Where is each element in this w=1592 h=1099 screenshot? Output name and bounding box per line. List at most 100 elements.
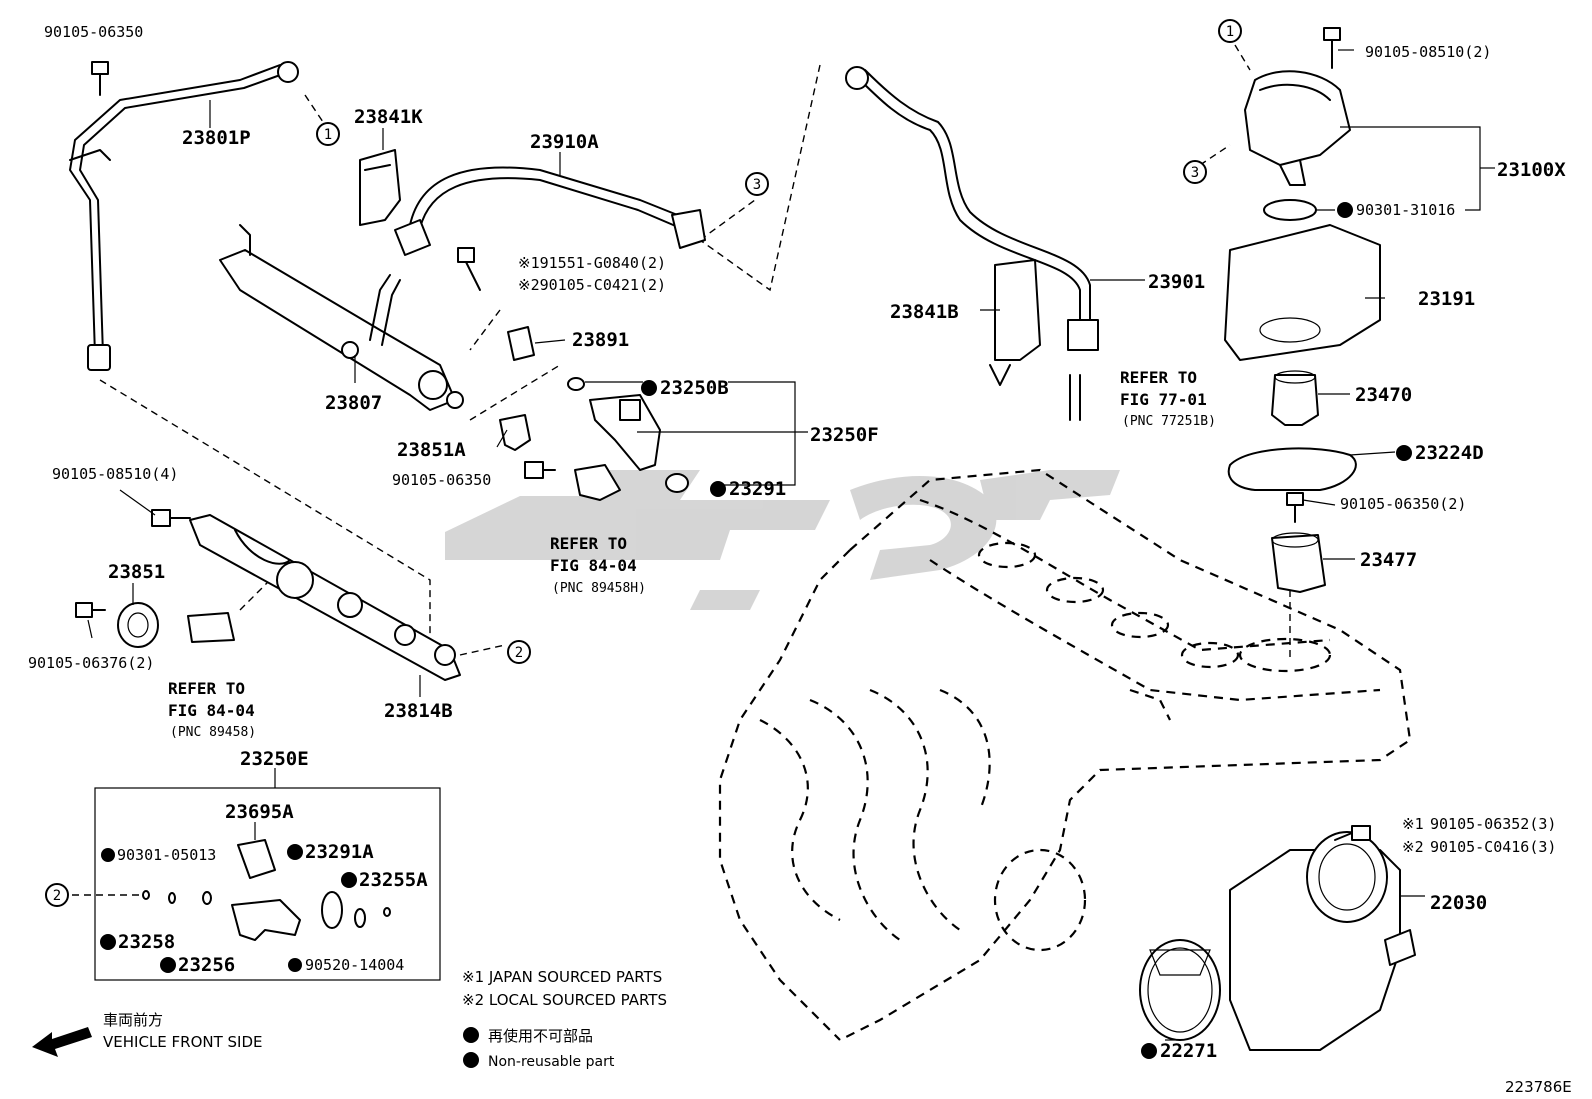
label-23256: 23256 xyxy=(178,954,235,976)
callout-circle: 3 xyxy=(745,172,769,196)
bolt-icon xyxy=(457,247,481,291)
svg-text:3: 3 xyxy=(753,177,761,193)
part-23100X-fuel-pump xyxy=(1244,70,1351,186)
label-23250E: 23250E xyxy=(240,748,309,770)
part-23807-fuel-rail xyxy=(219,224,464,411)
sensor-icon xyxy=(187,612,235,643)
label-23224D: 23224D xyxy=(1415,442,1484,464)
part-23891-collar xyxy=(507,326,535,361)
label-23291: 23291 xyxy=(729,478,786,500)
leader-lines xyxy=(87,49,1495,1041)
label-23801P: 23801P xyxy=(182,127,251,149)
label-22030: 22030 xyxy=(1430,892,1487,914)
nonreusable-dot xyxy=(287,844,303,860)
bolt-icon xyxy=(1323,27,1341,69)
part-22271-gasket xyxy=(1139,939,1221,1041)
label-23841B: 23841B xyxy=(890,301,959,323)
part-23814B-delivery-pipe xyxy=(189,514,461,681)
label-22271: 22271 xyxy=(1160,1040,1217,1062)
label-90105-C0416: 90105-C0416(3) xyxy=(1430,838,1556,856)
bolt-icon xyxy=(1334,825,1371,841)
label-23807: 23807 xyxy=(325,392,382,414)
part-23477-housing xyxy=(1271,532,1326,593)
label-23851A: 23851A xyxy=(397,439,466,461)
label-23814B: 23814B xyxy=(384,700,453,722)
mark-local: ※2 xyxy=(1402,838,1424,856)
front-side-jp: 車両前方 xyxy=(103,1011,163,1029)
svg-text:2: 2 xyxy=(53,888,61,904)
legend: ※1 JAPAN SOURCED PARTS ※2 LOCAL SOURCED … xyxy=(462,968,667,1070)
label-23901: 23901 xyxy=(1148,271,1205,293)
bolt-icon xyxy=(1286,492,1304,523)
svg-text:1: 1 xyxy=(324,127,332,143)
mark-japan: ※1 xyxy=(1402,815,1424,833)
arrow-left-icon xyxy=(32,1027,92,1057)
figure-id: 223786E xyxy=(1505,1078,1572,1096)
label-90105-06352: 90105-06352(3) xyxy=(1430,815,1556,833)
svg-text:REFER TO: REFER TO xyxy=(1120,368,1197,387)
callout-circle: 1 xyxy=(1218,19,1242,43)
svg-text:FIG 77-01: FIG 77-01 xyxy=(1120,390,1207,409)
vehicle-front-indicator: 車両前方 VEHICLE FRONT SIDE xyxy=(32,1011,263,1057)
label-23910A: 23910A xyxy=(530,131,599,153)
svg-text:FIG 84-04: FIG 84-04 xyxy=(550,556,637,575)
nonreusable-dot xyxy=(101,848,115,862)
part-23801P-fuel-pipe xyxy=(69,61,299,371)
legend-local-sourced: ※2 LOCAL SOURCED PARTS xyxy=(462,991,667,1009)
label-23255A: 23255A xyxy=(359,869,428,891)
nonreusable-dot xyxy=(463,1052,479,1068)
nonreusable-dot xyxy=(710,481,726,497)
label-23291A: 23291A xyxy=(305,841,374,863)
bolt-icon xyxy=(524,461,556,479)
nonreusable-dot xyxy=(1337,202,1353,218)
label-23100X: 23100X xyxy=(1497,159,1566,181)
svg-text:(PNC 89458H): (PNC 89458H) xyxy=(552,581,646,596)
part-23291-seal xyxy=(665,473,689,493)
part-23901-hose xyxy=(845,66,1099,351)
part-23841B-connector xyxy=(989,259,1041,386)
nonreusable-dot xyxy=(1141,1043,1157,1059)
label-90105-08510-2: 90105-08510(2) xyxy=(1365,43,1491,61)
callout-circle: 1 xyxy=(316,122,340,146)
label-23250F: 23250F xyxy=(810,424,879,446)
front-side-en: VEHICLE FRONT SIDE xyxy=(103,1033,263,1051)
part-23250B-oring xyxy=(567,377,585,391)
tube-icon xyxy=(1069,374,1081,421)
engine-outline xyxy=(718,468,1412,1041)
part-23191-bracket xyxy=(1224,224,1381,361)
callout-circle: 3 xyxy=(1183,160,1207,184)
label-90301-31016: 90301-31016 xyxy=(1356,201,1455,219)
part-labels: 90105-06350 23801P 23841K 23910A 23807 ※… xyxy=(28,23,1566,1062)
part-23224D-gasket xyxy=(1227,447,1357,491)
svg-text:FIG 84-04: FIG 84-04 xyxy=(168,701,255,720)
label-90105-06376: 90105-06376(2) xyxy=(28,654,154,672)
nonreusable-dot xyxy=(288,958,302,972)
part-23470-lifter xyxy=(1271,370,1319,426)
part-23841K-connector xyxy=(359,149,401,226)
refer-note-fig84-04-lower: REFER TO FIG 84-04 (PNC 89458) xyxy=(168,679,256,740)
label-23191: 23191 xyxy=(1418,288,1475,310)
sensor-icon xyxy=(574,464,621,501)
label-90105-08510-4: 90105-08510(4) xyxy=(52,465,178,483)
nonreusable-dot xyxy=(341,872,357,888)
label-191551-G0840: ※191551-G0840(2) xyxy=(518,254,666,272)
svg-text:REFER TO: REFER TO xyxy=(550,534,627,553)
nonreusable-dot xyxy=(160,957,176,973)
svg-text:3: 3 xyxy=(1191,165,1199,181)
label-23250B: 23250B xyxy=(660,377,729,399)
inset-23250E-box xyxy=(94,787,441,981)
label-90105-06350-2: 90105-06350(2) xyxy=(1340,495,1466,513)
label-23851: 23851 xyxy=(108,561,165,583)
nonreusable-dot xyxy=(100,934,116,950)
refer-note-fig77-01: REFER TO FIG 77-01 (PNC 77251B) xyxy=(1120,368,1216,429)
legend-nonreusable-jp: 再使用不可部品 xyxy=(488,1027,593,1045)
nonreusable-dot xyxy=(641,380,657,396)
svg-text:2: 2 xyxy=(515,645,523,661)
part-90301-31016-oring xyxy=(1263,199,1317,221)
svg-text:(PNC 89458): (PNC 89458) xyxy=(170,725,256,740)
legend-nonreusable-en: Non-reusable part xyxy=(488,1054,615,1070)
nonreusable-dot xyxy=(1396,445,1412,461)
label-90520-14004: 90520-14004 xyxy=(305,956,404,974)
